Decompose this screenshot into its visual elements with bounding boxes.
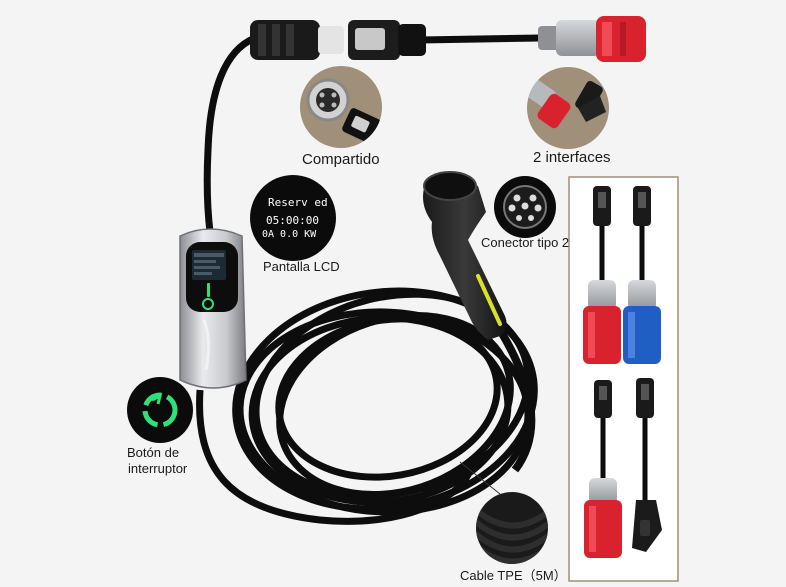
lcd-line-power: 0A 0.0 KW	[262, 229, 317, 240]
cable-to-connector	[496, 327, 536, 473]
top-adapter-connector	[250, 20, 426, 60]
type2-connector	[423, 171, 507, 340]
adapter-red-2	[584, 380, 622, 558]
shared-label: Compartido	[302, 151, 380, 168]
cable-top-right	[419, 34, 541, 44]
connector-label: Conector tipo 2	[481, 235, 570, 250]
cable-tpe-callout	[459, 461, 548, 564]
interfaces-label: 2 interfaces	[533, 149, 611, 166]
adapter-blue	[623, 186, 661, 364]
cable-label: Cable TPE（5M）	[460, 568, 567, 583]
switch-button-callout	[127, 377, 193, 443]
two-interfaces-detail	[527, 67, 609, 149]
cable-lower-loop	[196, 389, 474, 525]
switch-label-line2: interruptor	[128, 461, 188, 476]
adapter-panel	[568, 176, 679, 582]
switch-label-line1: Botón de	[127, 445, 180, 460]
top-industrial-plug	[538, 16, 646, 62]
connector-face-callout	[494, 176, 556, 238]
control-box	[179, 228, 247, 389]
adapter-red-1	[583, 186, 621, 364]
lcd-line-timer: 05:00:00	[266, 214, 319, 227]
lcd-callout	[250, 175, 336, 261]
lcd-line-status: Reserv ed	[268, 196, 328, 209]
cable-coil	[232, 287, 538, 516]
adapter-schuko	[632, 378, 662, 552]
cable-top	[203, 34, 257, 233]
shared-socket-detail	[300, 66, 382, 148]
lcd-label: Pantalla LCD	[263, 259, 340, 274]
